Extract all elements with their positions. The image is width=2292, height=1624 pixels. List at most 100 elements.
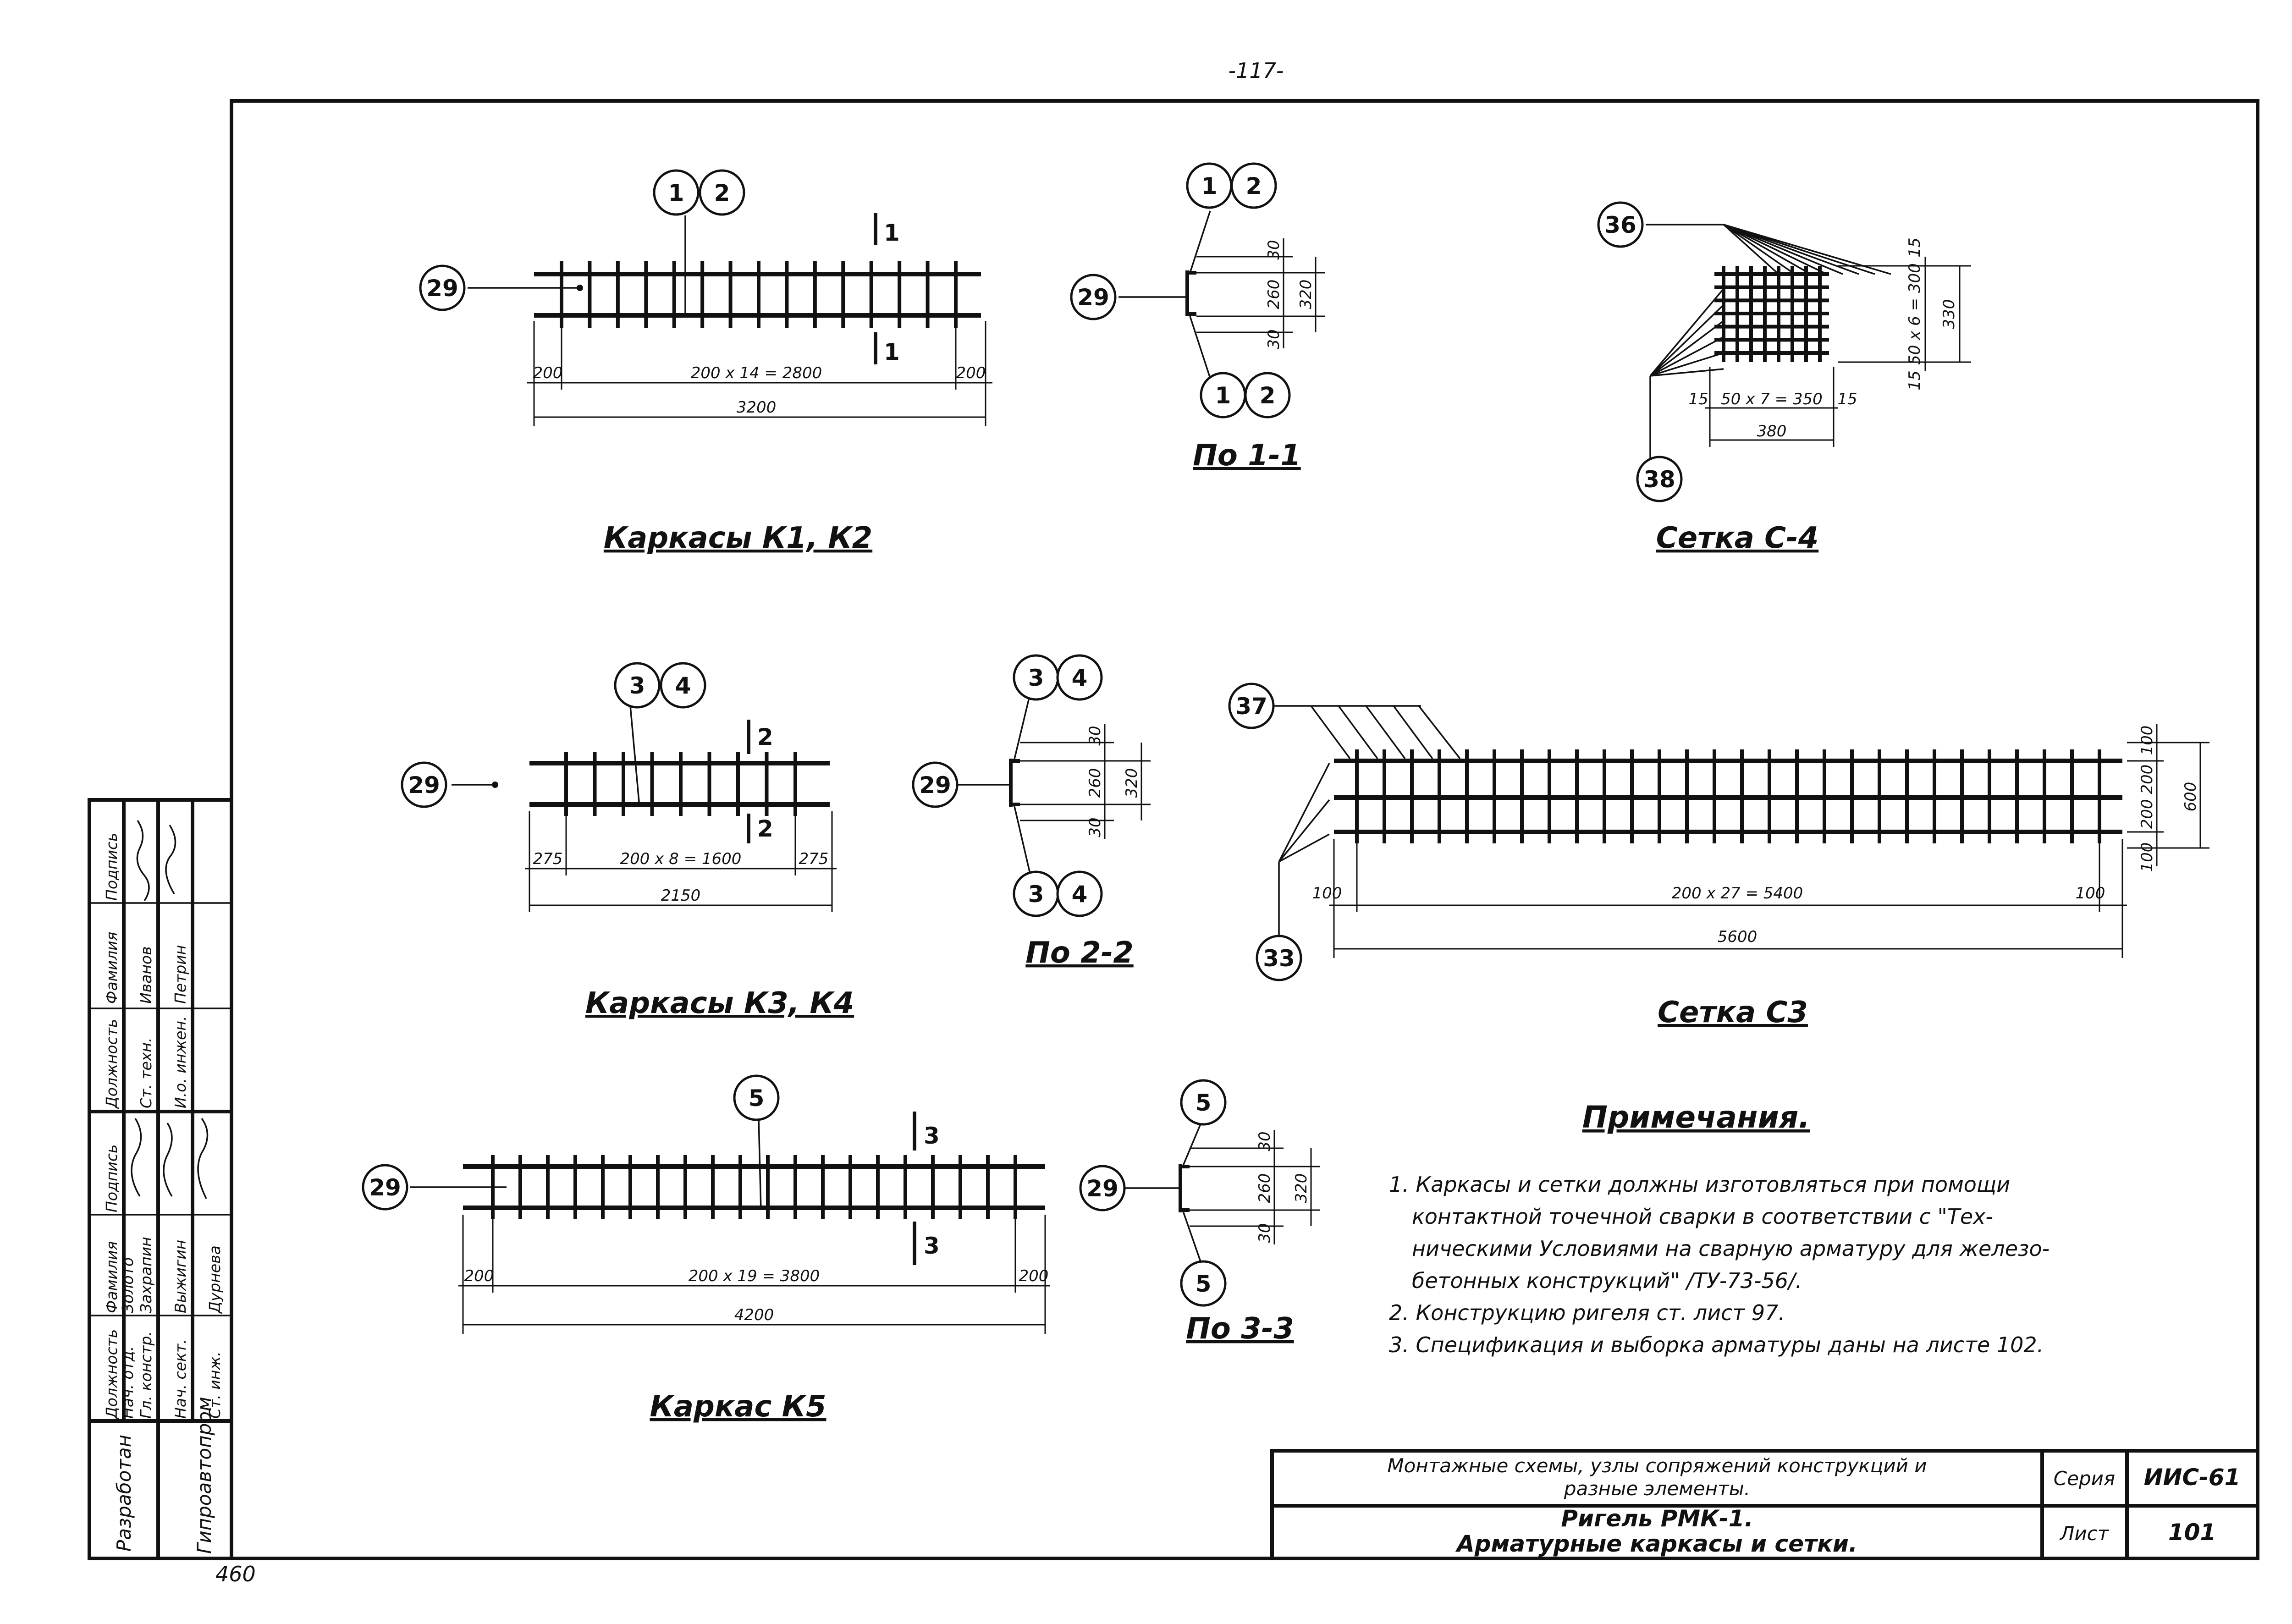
- svg-text:3: 3: [1028, 881, 1044, 908]
- k5-section-mark-top: 3: [924, 1123, 940, 1149]
- svg-text:4: 4: [1072, 881, 1088, 908]
- c3-title: Сетка С3: [1658, 996, 1808, 1029]
- k5-dim-left: 200: [464, 1267, 494, 1285]
- sec22-callout-3-top: 3: [1013, 654, 1059, 701]
- callout-bubbles: 1 2 29 1 2 29 1 2 36 38 3 4 29 3 4 29 3 …: [362, 162, 1683, 1307]
- stamp-b-name-3: Выжигин: [171, 1240, 189, 1313]
- note-line-4: бетонных конструкций" /ТУ-73-56/.: [1412, 1268, 1802, 1293]
- frame-k5: 3 3 200 200 x 19 = 3800 200 4200 Каркас …: [410, 1112, 1050, 1424]
- c4-vdim-bottom: 15: [1906, 370, 1924, 390]
- c3-dim-right: 100: [2076, 884, 2105, 903]
- k34-dim-total: 2150: [661, 886, 701, 905]
- sec33-callout-29: 29: [1079, 1165, 1126, 1211]
- bottom-left-number: 460: [215, 1562, 256, 1586]
- stamp-b-pos-3: Нач. сект.: [171, 1339, 189, 1419]
- k34-callout-3: 3: [614, 662, 661, 709]
- c4-vdim-total: 330: [1940, 299, 1958, 329]
- title-block: Монтажные схемы, узлы сопряжений констру…: [1270, 1449, 2259, 1560]
- k5-section-mark-bottom: 3: [924, 1233, 940, 1259]
- signature-3: [131, 1118, 142, 1197]
- k34-title: Каркасы К3, К4: [585, 986, 854, 1020]
- c4-dim-right: 15: [1837, 390, 1857, 408]
- sec22-dim-total: 320: [1123, 768, 1141, 798]
- k34-callout-4: 4: [660, 662, 706, 709]
- c3-vdim-total: 600: [2182, 782, 2200, 812]
- stamp-org-2: Гипроавтопром: [193, 1397, 215, 1554]
- k12-dim-total: 3200: [737, 398, 777, 417]
- c3-dim-middle: 200 x 27 = 5400: [1672, 884, 1803, 903]
- sheet-label: Лист: [2059, 1522, 2110, 1545]
- sec11-title: По 1-1: [1193, 439, 1300, 473]
- c3-callout-37: 37: [1228, 683, 1275, 729]
- frame-k3-k4: 2 2 275 200 x 8 = 1600 275 2150 Каркасы …: [452, 705, 854, 1020]
- section-3-3: 30 260 30 320 По 3-3: [1125, 1123, 1320, 1346]
- svg-text:38: 38: [1643, 466, 1675, 493]
- stamp-h-pos-2: Должность: [103, 1329, 121, 1420]
- sec33-callout-5-bottom: 5: [1180, 1260, 1227, 1307]
- k12-callout-2: 2: [699, 169, 745, 216]
- svg-text:2: 2: [1260, 382, 1276, 409]
- k12-title: Каркасы К1, К2: [604, 521, 872, 555]
- k5-title: Каркас К5: [650, 1390, 826, 1424]
- svg-text:1: 1: [668, 180, 684, 206]
- k34-dim-middle: 200 x 8 = 1600: [620, 850, 742, 868]
- title-line-1: Монтажные схемы, узлы сопряжений констру…: [1387, 1454, 1927, 1477]
- k12-dim-right: 200: [956, 364, 986, 382]
- section-1-1: 30 260 30 320 По 1-1: [1118, 210, 1325, 473]
- svg-text:1: 1: [1215, 382, 1231, 409]
- sec11-callout-1-bottom: 1: [1200, 372, 1246, 418]
- svg-text:37: 37: [1235, 693, 1267, 720]
- c4-vdim-middle: 50 x 6 = 300: [1906, 263, 1924, 365]
- svg-text:33: 33: [1263, 945, 1295, 972]
- title-line-4: Арматурные каркасы и сетки.: [1455, 1530, 1857, 1557]
- svg-text:36: 36: [1604, 212, 1636, 238]
- sec33-callout-5-top: 5: [1180, 1079, 1227, 1126]
- stamp-b-pos-4: Ст. инж.: [206, 1352, 224, 1419]
- sec22-dim-bottom: 30: [1086, 817, 1104, 837]
- sec11-callout-29: 29: [1070, 274, 1117, 320]
- k34-dim-left: 275: [533, 850, 563, 868]
- svg-text:1: 1: [1201, 173, 1218, 199]
- c3-dim-total: 5600: [1718, 928, 1758, 946]
- svg-text:29: 29: [1077, 284, 1109, 311]
- signature-1: [136, 820, 150, 901]
- sec33-dim-top: 30: [1256, 1131, 1274, 1151]
- sec22-title: По 2-2: [1025, 936, 1133, 970]
- sec33-dim-total: 320: [1292, 1173, 1311, 1203]
- c3-dim-left: 100: [1312, 884, 1342, 903]
- svg-text:29: 29: [919, 772, 951, 798]
- sec33-dim-bottom: 30: [1256, 1223, 1274, 1243]
- svg-text:29: 29: [1086, 1175, 1118, 1202]
- k34-section-mark-top: 2: [757, 724, 773, 750]
- sec11-callout-1-top: 1: [1186, 162, 1233, 209]
- svg-text:29: 29: [369, 1174, 401, 1201]
- c3-callout-33: 33: [1256, 935, 1302, 981]
- k34-dim-right: 275: [799, 850, 829, 868]
- svg-text:3: 3: [629, 672, 645, 699]
- note-line-6: 3. Спецификация и выборка арматуры даны …: [1389, 1332, 2044, 1357]
- stamp-h-pos-1: Должность: [103, 1019, 121, 1109]
- sec22-dim-top: 30: [1086, 726, 1104, 745]
- page-number: -117-: [1229, 58, 1284, 83]
- sec22-dim-middle: 260: [1086, 768, 1104, 798]
- svg-text:3: 3: [1028, 665, 1044, 691]
- sheet-value: 101: [2168, 1519, 2216, 1546]
- stamp-h-sign-2: Подпись: [103, 1145, 121, 1212]
- sec22-callout-29: 29: [912, 761, 959, 808]
- c3-vdim-bottom: 100: [2138, 842, 2156, 872]
- mesh-c4: 15 50 x 7 = 350 15 380 15 50 x 6 = 300 1…: [1646, 224, 1971, 555]
- svg-text:5: 5: [1196, 1090, 1212, 1116]
- svg-text:2: 2: [714, 180, 730, 206]
- stamp-a-name-1: Иванов: [137, 946, 155, 1004]
- c3-vdim-middle: 200 200: [2138, 765, 2156, 829]
- svg-text:5: 5: [1196, 1271, 1212, 1297]
- sec11-dim-bottom: 30: [1265, 329, 1283, 349]
- stamp-h-name-2: Фамилия: [103, 1241, 121, 1313]
- k5-callout-29: 29: [362, 1164, 408, 1211]
- stamp-a-name-2: Петрин: [171, 945, 189, 1004]
- signature-4: [163, 1123, 173, 1197]
- svg-text:29: 29: [426, 275, 458, 302]
- title-line-2: разные элементы.: [1564, 1477, 1750, 1500]
- svg-text:4: 4: [1072, 665, 1088, 691]
